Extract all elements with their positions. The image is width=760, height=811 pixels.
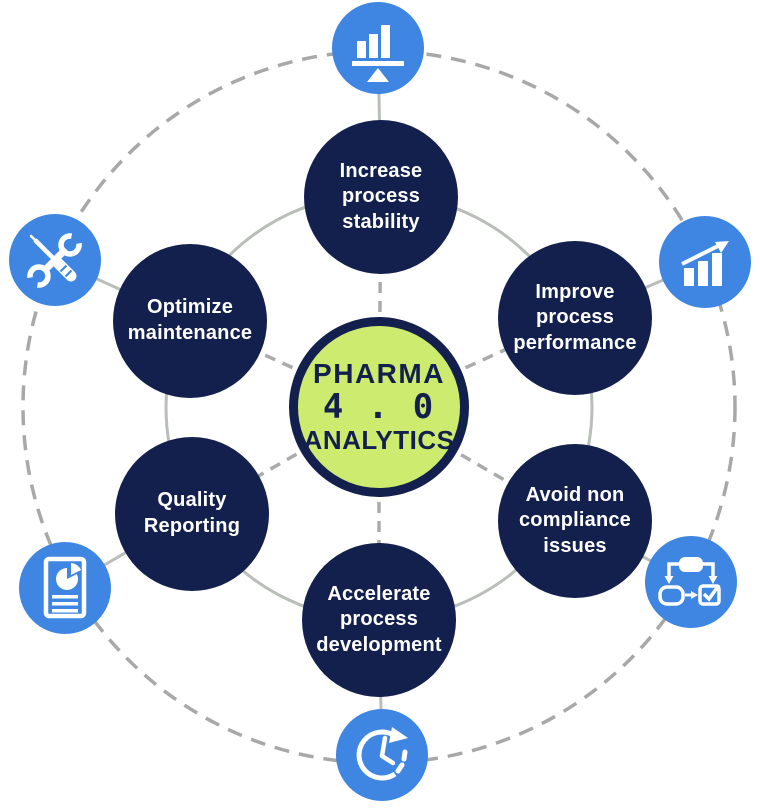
node-optimize-maintenance: Optimize maintenance (113, 244, 267, 398)
node-label: Avoid non compliance issues (518, 483, 632, 557)
tools-icon (9, 214, 101, 306)
node-avoid-non-compliance-issues: Avoid non compliance issues (498, 444, 652, 598)
node-accelerate-process-development: Accelerate process development (302, 543, 456, 697)
flowchart-check-icon (645, 536, 737, 628)
node-label: Increase process stability (339, 159, 423, 233)
node-increase-process-stability: Increase process stability (304, 120, 458, 274)
clock-rotation-icon (336, 709, 428, 801)
growth-chart-icon (659, 216, 751, 308)
center-title-line3: ANALYTICS (303, 425, 455, 456)
node-improve-process-performance: Improve process performance (498, 241, 652, 395)
balance-bar-chart-icon (332, 2, 424, 94)
center-title-line1: PHARMA (313, 357, 445, 389)
node-label: Quality Reporting (143, 489, 241, 537)
center-title-line2: 4 . 0 (322, 386, 436, 427)
node-label: Optimize maintenance (127, 296, 253, 344)
node-quality-reporting: Quality Reporting (115, 437, 269, 591)
node-label: Improve process performance (513, 280, 637, 354)
node-label: Accelerate process development (316, 582, 442, 656)
report-pie-document-icon (19, 542, 111, 634)
center-hub: PHARMA 4 . 0 ANALYTICS (289, 317, 469, 497)
